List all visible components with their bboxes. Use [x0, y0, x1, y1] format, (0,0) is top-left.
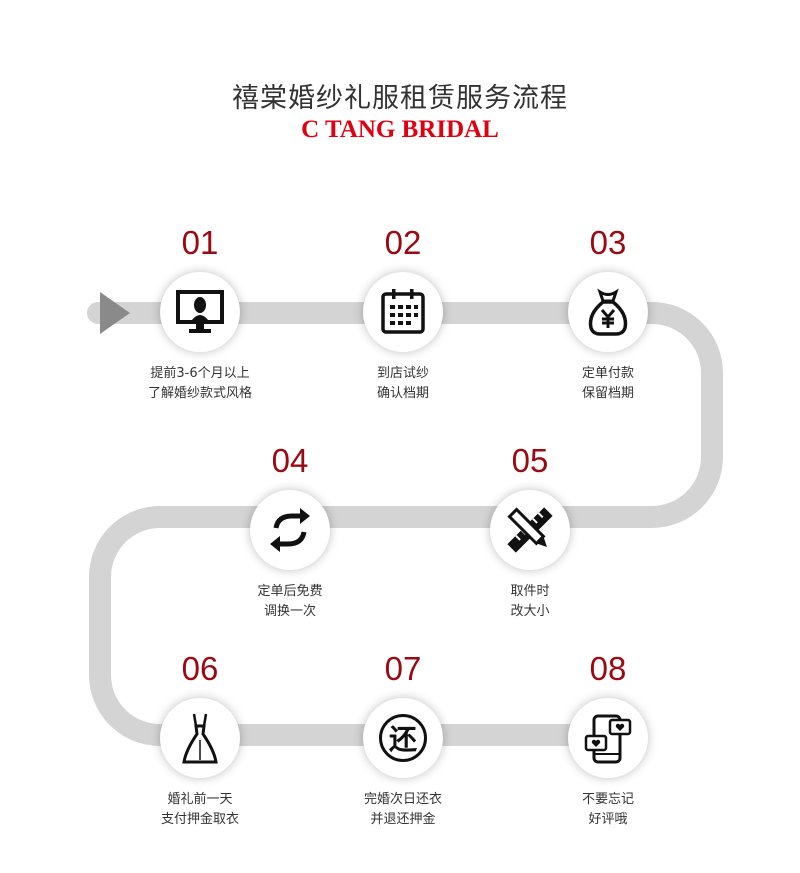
step-number: 07 — [384, 650, 422, 687]
step-label-line2: 改大小 — [510, 604, 550, 619]
step-label-line2: 确认档期 — [376, 386, 429, 401]
step-label-line2: 保留档期 — [581, 386, 634, 401]
step-number: 03 — [589, 224, 627, 261]
step-label-line1: 不要忘记 — [581, 792, 634, 807]
step-number: 08 — [589, 650, 627, 687]
step-03: 03 定单付款保留档期 — [528, 222, 688, 404]
step-02: 02 到店试纱确认档期 — [323, 222, 483, 404]
step-number: 01 — [181, 224, 219, 261]
step-04: 04 定单后免费调换一次 — [210, 440, 370, 622]
ruler-pencil-icon — [507, 507, 553, 553]
step-07: 07 还 完婚次日还衣并退还押金 — [323, 648, 483, 830]
step-label-line1: 定单后免费 — [257, 584, 323, 599]
start-arrow-icon — [100, 292, 130, 334]
monitor-bride-icon — [176, 290, 224, 333]
brand-subtitle: C TANG BRIDAL — [301, 116, 499, 143]
page-title: 禧棠婚纱礼服租赁服务流程 — [232, 83, 568, 114]
phone-review-icon — [584, 714, 632, 764]
step-number: 02 — [384, 224, 422, 261]
return-badge-text: 还 — [388, 723, 417, 756]
step-label-line2: 并退还押金 — [370, 812, 436, 827]
step-06: 06 婚礼前一天支付押金取衣 — [120, 648, 280, 830]
step-number: 04 — [271, 442, 309, 479]
step-label-line1: 到店试纱 — [376, 366, 429, 381]
step-label-line2: 调换一次 — [263, 604, 316, 619]
step-label-line2: 支付押金取衣 — [160, 812, 239, 827]
step-label-line1: 完婚次日还衣 — [363, 792, 442, 807]
step-08: 08 不要忘记好评哦 — [528, 648, 688, 830]
step-label-line1: 取件时 — [510, 584, 550, 599]
step-label-line1: 定单付款 — [581, 366, 634, 381]
exchange-arrows-icon — [270, 508, 310, 552]
step-05: 05 取件时改大小 — [450, 440, 610, 622]
step-01: 01 提前3-6个月以上了解婚纱款式风格 — [120, 222, 280, 404]
dress-icon — [182, 713, 218, 764]
calendar-icon — [381, 289, 425, 334]
step-label-line1: 提前3-6个月以上 — [150, 366, 250, 381]
step-label-line2: 了解婚纱款式风格 — [147, 386, 252, 401]
money-bag-yen-icon — [588, 288, 628, 336]
step-label-line2: 好评哦 — [588, 812, 628, 827]
step-label-line1: 婚礼前一天 — [167, 792, 233, 807]
step-number: 05 — [511, 442, 549, 479]
step-number: 06 — [181, 650, 219, 687]
return-badge-icon: 还 — [379, 714, 427, 762]
